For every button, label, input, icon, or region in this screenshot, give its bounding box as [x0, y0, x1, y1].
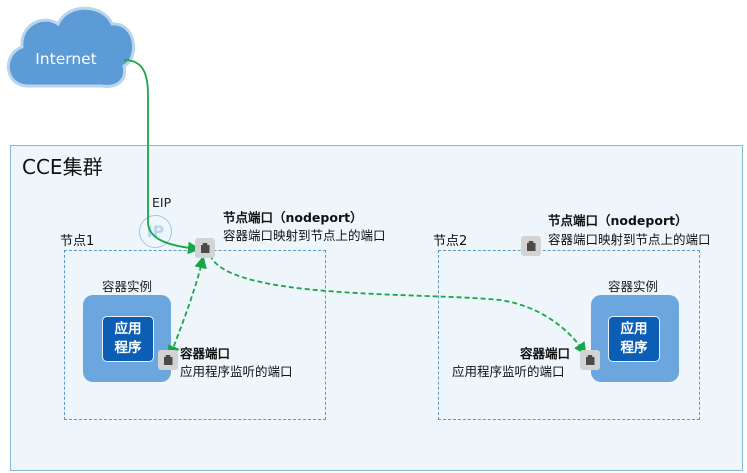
node-1-container-port-title: 容器端口	[180, 346, 231, 361]
internet-to-nodeport-flow	[123, 59, 201, 255]
internet-label: Internet	[35, 50, 97, 68]
node-2-container-port-icon	[580, 350, 600, 370]
node-2-box	[438, 250, 700, 420]
node-2-nodeport-desc: 容器端口映射到节点上的端口	[548, 232, 711, 247]
node-2-container-label: 容器实例	[608, 279, 659, 294]
eip-label: EIP	[152, 195, 172, 210]
nodeport-to-container-port-2-flow	[209, 254, 587, 356]
node-1-nodeport-title: 节点端口（nodeport）	[223, 210, 363, 225]
node-1-nodeport-desc: 容器端口映射到节点上的端口	[223, 228, 386, 243]
node-1-application: 应用 程序	[102, 316, 154, 362]
node-2-container-port-title: 容器端口	[520, 346, 571, 361]
eip-icon: IP	[139, 215, 172, 248]
node-2-application: 应用 程序	[608, 316, 660, 362]
node-1-nodeport-icon	[195, 238, 215, 258]
node-1-label: 节点1	[60, 234, 95, 249]
nodeport-to-container-port-1-flow	[167, 255, 207, 359]
node-2-nodeport-icon	[521, 236, 541, 256]
node-2-container-port-desc: 应用程序监听的端口	[452, 364, 565, 379]
cluster-title: CCE集群	[22, 155, 103, 179]
node-1-container-port-icon	[158, 350, 178, 370]
node-2-nodeport-title: 节点端口（nodeport）	[548, 213, 688, 228]
node-1-container-port-desc: 应用程序监听的端口	[180, 364, 293, 379]
node-1-container-label: 容器实例	[102, 279, 153, 294]
node-2-label: 节点2	[433, 234, 468, 249]
eip-glyph: IP	[146, 222, 165, 241]
